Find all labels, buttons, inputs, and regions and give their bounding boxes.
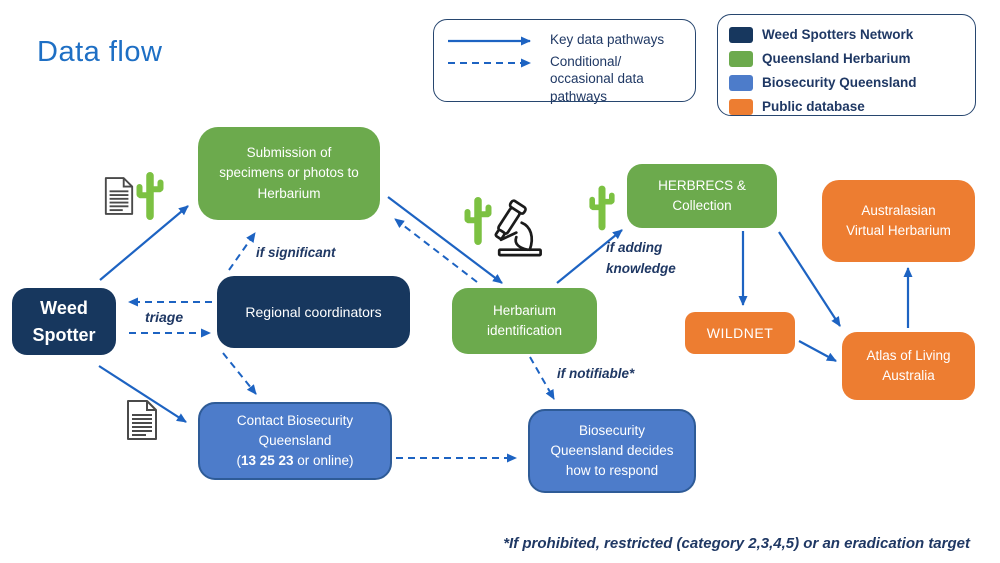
- legend-item-biosecurity-qld: Biosecurity Queensland: [729, 72, 964, 93]
- pathway-legend: Key data pathways Conditional/ occasiona…: [433, 19, 696, 104]
- node-weed-spotter: Weed Spotter: [12, 288, 116, 355]
- page-title: Data flow: [37, 36, 163, 68]
- node-label: Contact Biosecurity Queensland(13 25 23 …: [236, 412, 354, 469]
- node-wildnet: WILDNET: [685, 312, 795, 354]
- legend-swatch-biosecurity-queensland: [729, 74, 753, 91]
- edge-label-if-significant: if significant: [256, 245, 336, 260]
- edge-herbrecs-to-atlas: [778, 231, 841, 327]
- node-label: Australasian Virtual Herbarium: [846, 202, 951, 238]
- node-herbrecs-collection: HERBRECS & Collection: [627, 164, 777, 228]
- node-label: Regional coordinators: [245, 303, 382, 320]
- node-bq-decides-how-to-respond: Biosecurity Queensland decides how to re…: [528, 409, 696, 493]
- node-label: Herbarium identification: [486, 302, 563, 338]
- pathway-legend-key-label: Key data pathways: [550, 32, 665, 47]
- solid-arrow-icon: [448, 36, 531, 46]
- document-icon: [103, 176, 135, 221]
- legend-label: Queensland Herbarium: [762, 51, 911, 66]
- legend-item-public-database: Public database: [729, 96, 964, 117]
- microscope-icon: [492, 197, 546, 266]
- cactus-icon: [588, 181, 616, 240]
- edge-herbarium-id-to-bq-decides: [529, 356, 555, 400]
- node-regional-coordinators: Regional coordinators: [217, 276, 410, 348]
- edge-submission-to-herbarium-id: [387, 196, 503, 284]
- node-label: Weed Spotter: [32, 298, 96, 345]
- edge-herbarium-id-to-herbrecs: [556, 229, 623, 284]
- legend-item-weed-spotters: Weed Spotters Network: [729, 24, 964, 45]
- edge-label-if-notifiable: if notifiable*: [557, 366, 635, 381]
- edge-herbarium-id-to-submission: [394, 218, 478, 283]
- edge-regional-to-submission: [228, 232, 256, 271]
- legend-swatch-weed-spotters-network: [729, 26, 753, 43]
- legend-label: Biosecurity Queensland: [762, 75, 917, 90]
- legend-label: Weed Spotters Network: [762, 27, 914, 42]
- edge-label-triage: triage: [145, 309, 184, 325]
- phone-number: 13 25 23: [240, 453, 294, 469]
- cactus-icon: [463, 193, 493, 254]
- cactus-icon: [135, 169, 165, 228]
- org-legend: Weed Spotters Network Queensland Herbari…: [717, 14, 976, 116]
- node-atlas-of-living-australia: Atlas of Living Australia: [842, 332, 975, 400]
- legend-swatch-public-database: [729, 98, 753, 115]
- legend-swatch-queensland-herbarium: [729, 50, 753, 67]
- document-icon: [125, 398, 159, 447]
- node-label: Biosecurity Queensland decides how to re…: [550, 422, 674, 479]
- node-submission-to-herbarium: Submission of specimens or photos to Her…: [198, 127, 380, 220]
- node-australasian-virtual-herbarium: Australasian Virtual Herbarium: [822, 180, 975, 262]
- edge-regional-to-contact-bq: [222, 352, 257, 395]
- legend-item-qld-herbarium: Queensland Herbarium: [729, 48, 964, 69]
- edge-wildnet-to-atlas: [798, 340, 837, 362]
- node-herbarium-identification: Herbarium identification: [452, 288, 597, 354]
- edge-weed-spotter-to-submission: [99, 205, 189, 281]
- node-label: Submission of specimens or photos to Her…: [219, 145, 359, 201]
- legend-label: Public database: [762, 99, 865, 114]
- pathway-legend-conditional-label: Conditional/ occasional data pathways: [550, 53, 644, 104]
- footnote: *If prohibited, restricted (category 2,3…: [503, 535, 970, 552]
- node-contact-biosecurity-qld: Contact Biosecurity Queensland(13 25 23 …: [198, 402, 392, 480]
- edge-label-if-adding-knowledge: if adding knowledge: [606, 240, 676, 276]
- node-label: WILDNET: [706, 324, 774, 341]
- dashed-arrow-icon: [448, 58, 531, 68]
- node-label: HERBRECS & Collection: [658, 177, 746, 213]
- node-label: Atlas of Living Australia: [866, 347, 951, 383]
- edge-weed-spotter-to-contact-bq: [98, 365, 187, 423]
